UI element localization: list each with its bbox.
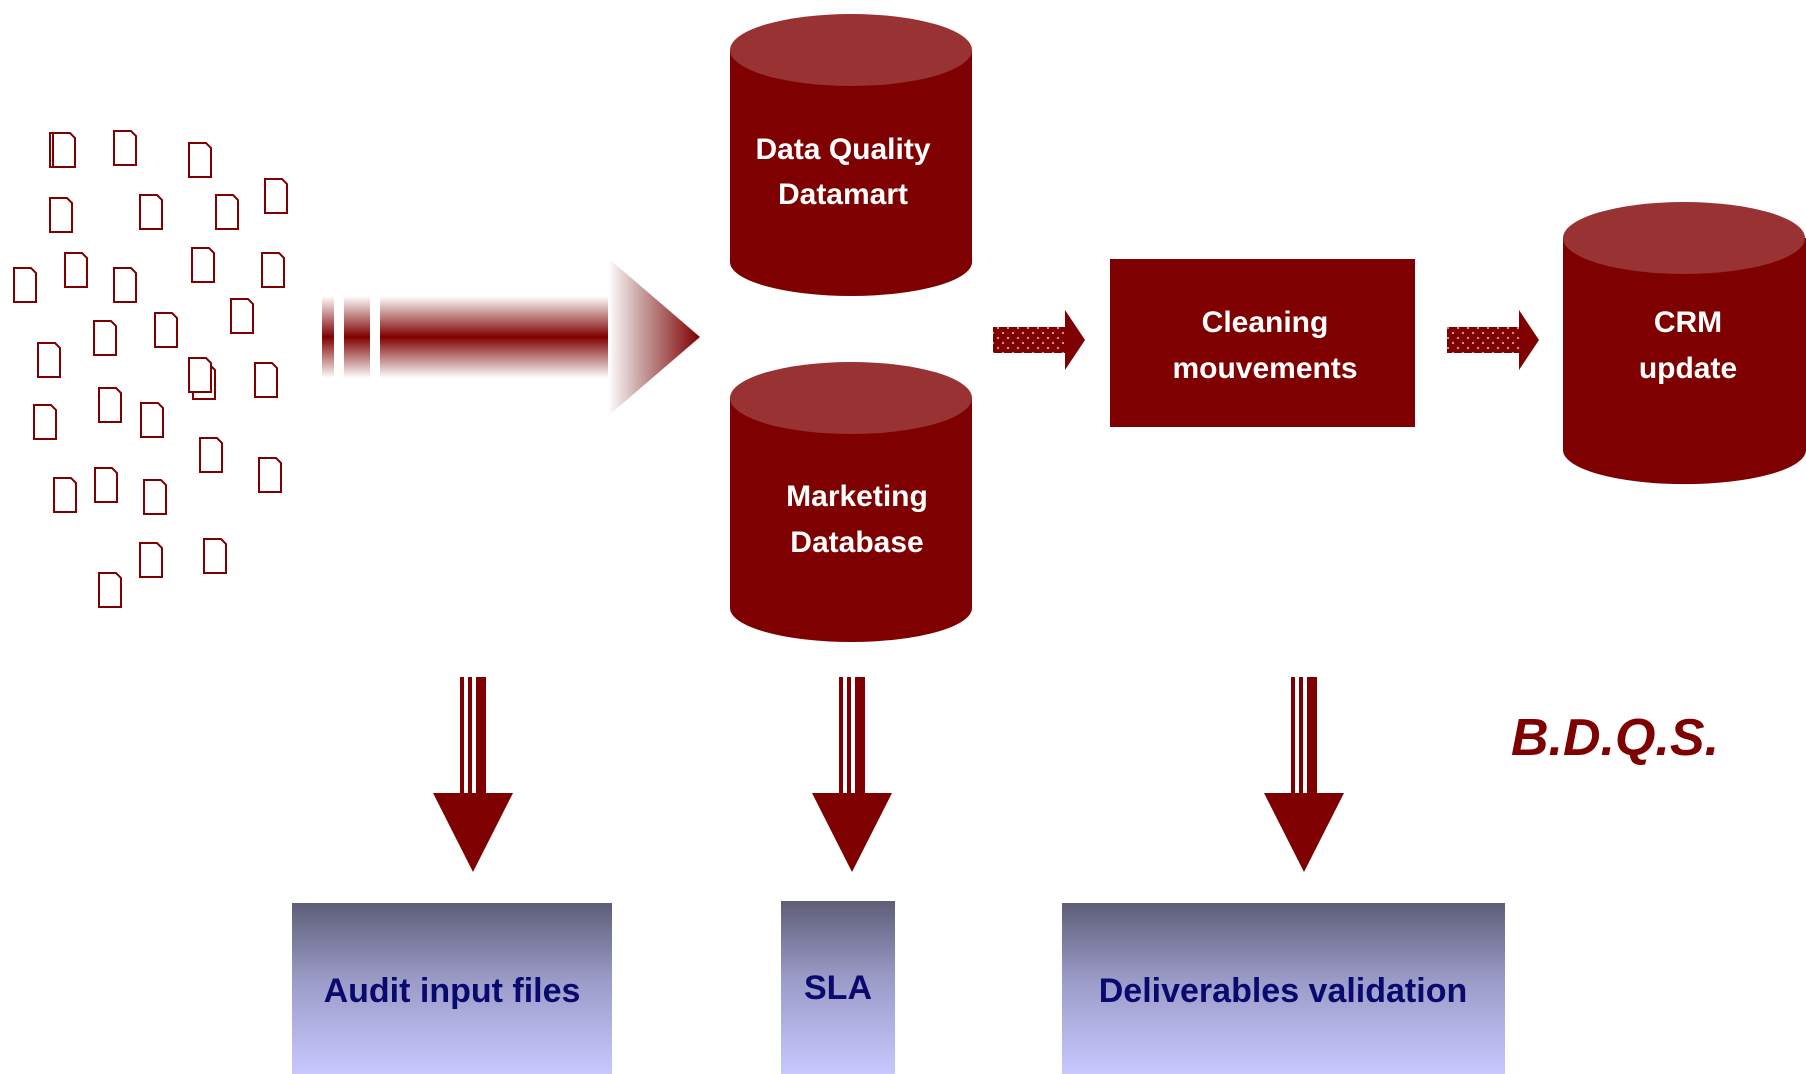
crm-label-line1: CRM [1654, 306, 1722, 339]
document-icon [33, 404, 57, 440]
document-icon [52, 132, 76, 168]
marketing-db-cylinder: Marketing Database [730, 362, 972, 642]
document-icon [230, 298, 254, 334]
cleaning-box: Cleaning mouvements [1110, 259, 1415, 427]
document-icon [98, 387, 122, 423]
document-icon [53, 477, 77, 513]
marketing-db-label-line2: Database [790, 526, 923, 559]
sla-output-box: SLA [781, 901, 895, 1074]
document-icon [64, 252, 88, 288]
document-icon [199, 437, 223, 473]
crm-cylinder: CRM update [1563, 202, 1806, 485]
brand-label: B.D.Q.S. [1511, 709, 1719, 767]
input-flow-arrow [322, 258, 700, 416]
deliverables-output-label: Deliverables validation [1099, 972, 1468, 1010]
document-icon [215, 194, 239, 230]
dotted-arrow-to-crm [1447, 310, 1539, 370]
cleaning-label-line2: mouvements [1172, 352, 1357, 385]
audit-output-box: Audit input files [292, 903, 612, 1074]
document-icon [143, 479, 167, 515]
dq-datamart-label-line1: Data Quality [755, 133, 930, 166]
down-arrow-audit [433, 677, 513, 872]
document-icon [37, 342, 61, 378]
dotted-arrow-to-cleaning [993, 310, 1085, 370]
document-icon [140, 402, 164, 438]
document-icon [261, 252, 285, 288]
document-icon [188, 142, 212, 178]
document-icon [258, 457, 282, 493]
document-icon [254, 362, 278, 398]
document-icon [113, 130, 137, 166]
down-arrow-deliverables [1264, 677, 1344, 872]
crm-label-line2: update [1639, 352, 1737, 385]
audit-output-label: Audit input files [324, 972, 581, 1010]
document-icon [139, 194, 163, 230]
document-icon [191, 247, 215, 283]
document-icon [264, 178, 288, 214]
document-icon [49, 197, 73, 233]
document-icon [139, 542, 163, 578]
dq-datamart-cylinder: Data Quality Datamart [730, 14, 972, 296]
document-icon [154, 312, 178, 348]
document-icon [113, 267, 137, 303]
document-icon [13, 267, 37, 303]
document-icon [94, 467, 118, 503]
document-icon [203, 538, 227, 574]
down-arrow-sla [812, 677, 892, 872]
deliverables-output-box: Deliverables validation [1062, 903, 1505, 1074]
sla-output-label: SLA [804, 969, 872, 1007]
document-icon [93, 320, 117, 356]
dq-datamart-label-line2: Datamart [778, 178, 908, 211]
input-files-cluster [13, 130, 288, 608]
document-icon [188, 357, 212, 393]
cleaning-label-line1: Cleaning [1202, 306, 1329, 339]
document-icon [98, 572, 122, 608]
marketing-db-label-line1: Marketing [786, 480, 928, 513]
